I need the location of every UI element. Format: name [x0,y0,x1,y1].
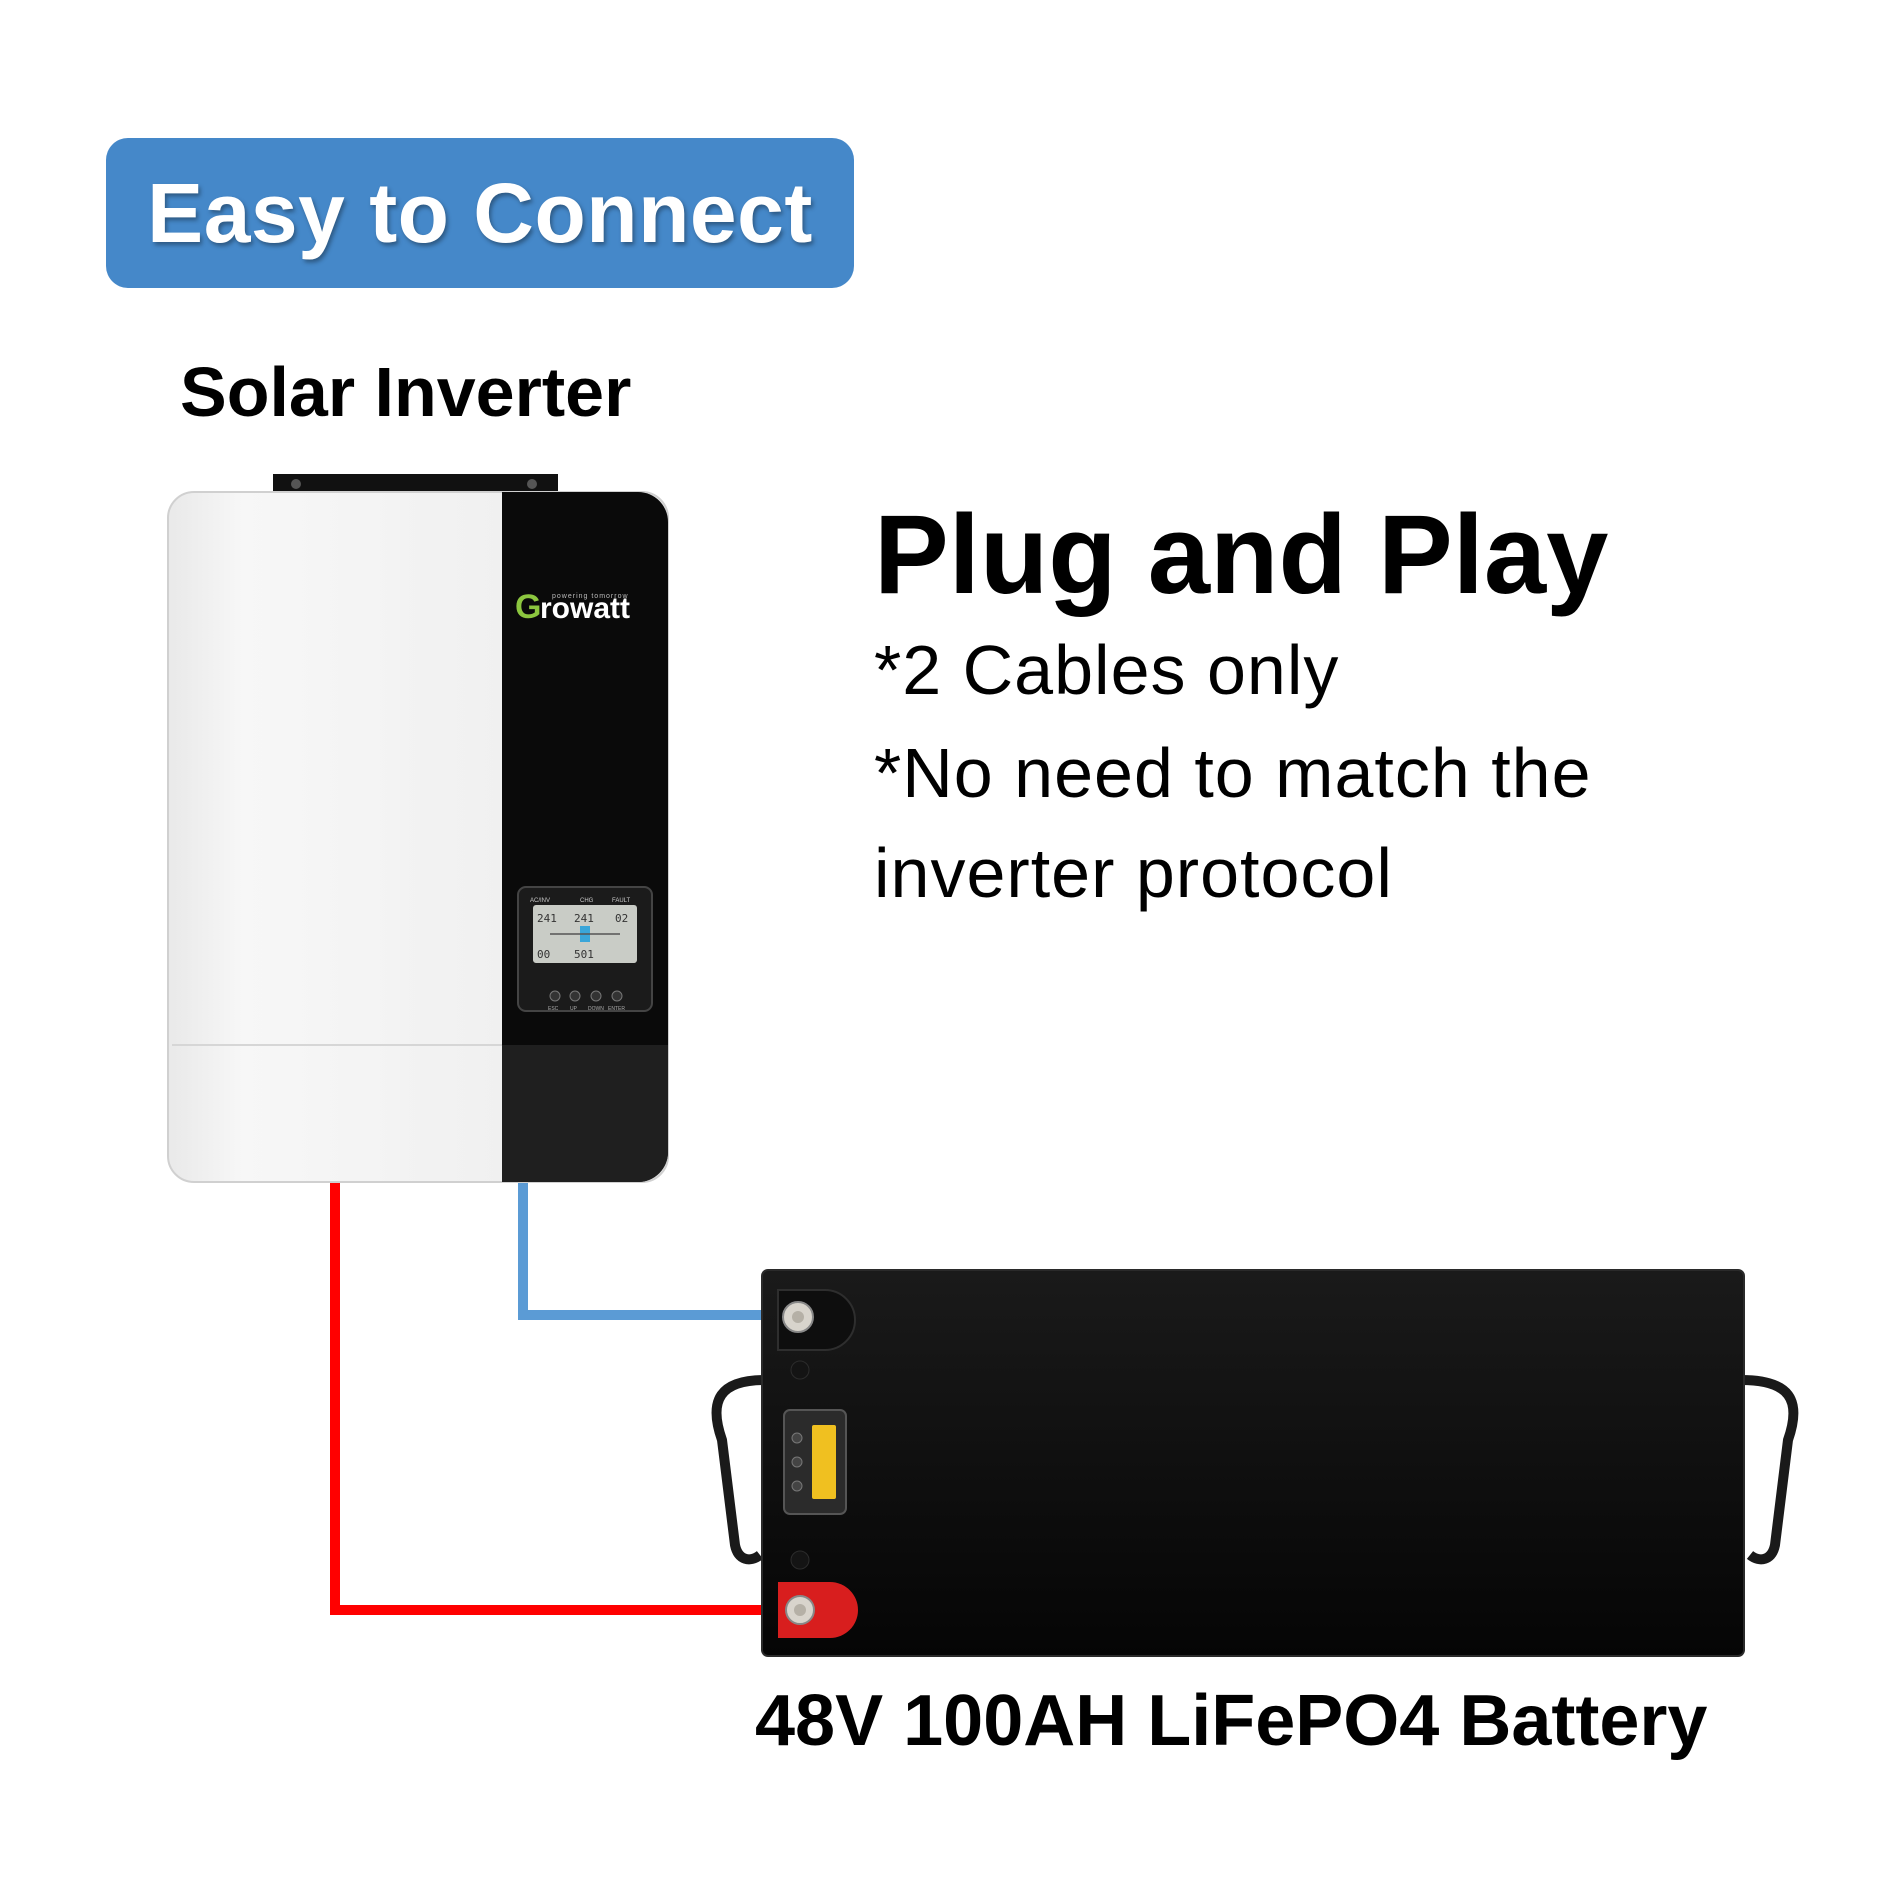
svg-text:501: 501 [574,948,594,961]
solar-inverter: G rowatt powering tomorrow AC/INV CHG FA… [167,474,669,1183]
svg-text:ESC: ESC [548,1006,559,1012]
svg-text:ENTER: ENTER [608,1006,625,1012]
inverter-title: Solar Inverter [180,353,632,431]
battery-body [761,1269,1745,1657]
negative-cable [518,1180,800,1320]
svg-text:00: 00 [537,948,550,961]
battery-label: 48V 100AH LiFePO4 Battery [755,1681,1708,1761]
plug-and-play-heading: Plug and Play [874,492,1609,617]
svg-text:AC/INV: AC/INV [530,898,550,904]
right-handle [1740,1375,1799,1565]
badge-label: Easy to Connect [147,165,813,260]
bullet-cables: *2 Cables only [874,631,1340,709]
svg-text:241: 241 [574,912,594,925]
positive-cable [330,1180,800,1615]
growatt-logo: G rowatt powering tomorrow [515,588,630,626]
left-handle [711,1375,766,1565]
svg-text:G: G [515,588,541,626]
lcd-control-panel: AC/INV CHG FAULT 241 241 02 00 501 ESC U… [517,886,653,1012]
battery-lcd [812,1425,836,1499]
svg-text:FAULT: FAULT [612,898,631,904]
svg-text:rowatt: rowatt [540,592,630,625]
svg-text:02: 02 [615,912,628,925]
svg-text:UP: UP [570,1006,578,1012]
bullet-protocol-line1: *No need to match the [874,734,1592,812]
bullet-protocol-line2: inverter protocol [874,834,1393,912]
svg-text:powering tomorrow: powering tomorrow [552,593,629,600]
easy-to-connect-badge: Easy to Connect [106,138,854,288]
lifepo4-battery [711,1269,1799,1657]
svg-text:CHG: CHG [580,898,594,904]
svg-text:DOWN: DOWN [588,1006,604,1012]
svg-text:241: 241 [537,912,557,925]
